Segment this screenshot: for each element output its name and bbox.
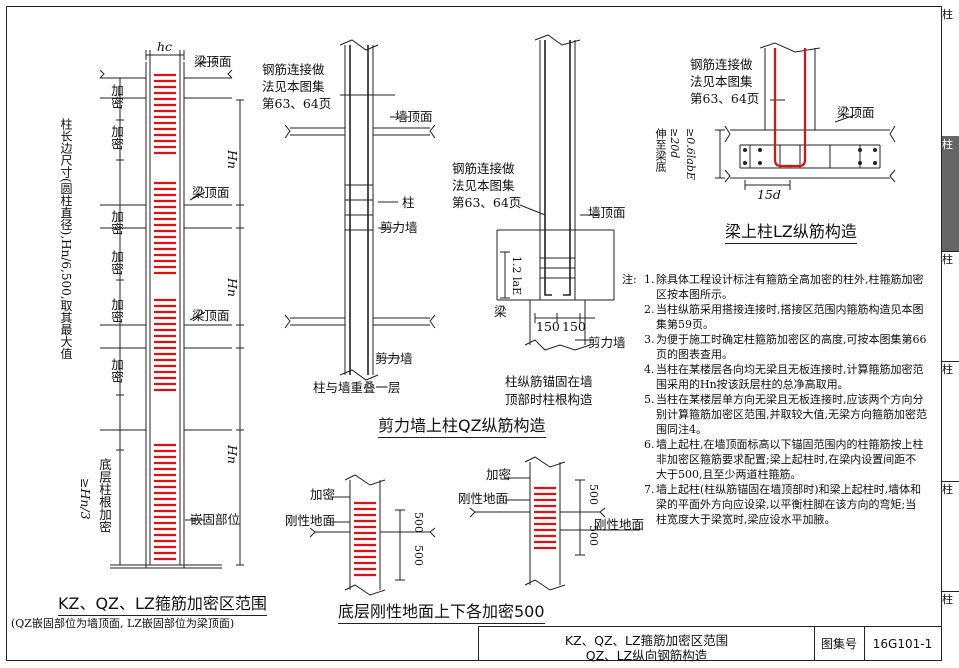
side-tab[interactable]: 柱: [942, 481, 959, 592]
fig1-base-note-a: 底层柱根加密: [97, 458, 112, 533]
fig1-dense-4: 加密: [109, 250, 124, 275]
fig1-embed-label: 嵌固部位: [190, 512, 241, 527]
fig1-beam-top-2: 梁顶面: [192, 185, 230, 200]
note-item: 7.墙上起柱(柱纵筋锚固在墙顶部时)和梁上起柱时,墙体和梁的平面外方向应设梁,以…: [644, 483, 922, 526]
title-block: KZ、QZ、LZ箍筋加密区范围 QZ、LZ纵向钢筋构造 图集号 16G101-1: [478, 626, 942, 663]
fig3-dim-150b: 150: [562, 319, 586, 334]
fig3-dim-150a: 150: [536, 319, 560, 334]
fig3-conn-a: 钢筋连接做: [452, 161, 515, 176]
fig4-vert-c: ≥0.6labE: [684, 128, 697, 180]
note-item: 1.除具体工程设计标注有箍筋全高加密的柱外,柱箍筋加密区按本图所示。: [644, 273, 924, 301]
fig6-500b: 500: [587, 525, 600, 546]
fig6-500a: 500: [587, 484, 600, 505]
fig4-longitudinal-bars: [773, 48, 807, 168]
side-tab[interactable]: 柱: [942, 251, 959, 362]
fig1-dense-3: 加密: [109, 210, 124, 235]
side-tab[interactable]: 柱: [942, 6, 959, 137]
fig4-column: [715, 42, 896, 190]
fig4-vert-a: 伸至梁底: [654, 128, 667, 172]
fig1-dense-5: 加密: [109, 298, 124, 323]
title-block-line2: QZ、LZ纵向钢筋构造: [585, 648, 708, 663]
atlas-label: 图集号: [814, 627, 865, 660]
fig3-caption-b: 顶部时柱根构造: [505, 392, 593, 407]
note-item: 2.当柱纵筋采用搭接连接时,搭接区范围内箍筋构造见本图集第59页。: [644, 303, 924, 331]
sheet-frame: [6, 6, 942, 661]
fig3-caption-a: 柱纵筋锚固在墙: [505, 374, 593, 389]
fig2-conn-c: 第63、64页: [262, 96, 332, 111]
atlas-number: 16G101-1: [872, 636, 933, 651]
fig6-stirrups: [534, 486, 556, 550]
fig1-dense-1: 加密: [109, 84, 124, 109]
fig4-bar-dots: [743, 148, 877, 165]
fig4-conn-b: 法见本图集: [690, 74, 753, 89]
fig3-shear-wall: 剪力墙: [588, 335, 626, 350]
fig2-shear-wall-2: 剪力墙: [375, 351, 413, 366]
fig3-beam: 梁: [494, 304, 507, 319]
fig6-dense: 加密: [486, 467, 512, 482]
fig1-hn-2: Hn: [225, 278, 240, 297]
fig2-conn-a: 钢筋连接做: [262, 62, 325, 77]
fig3-conn-b: 法见本图集: [452, 178, 515, 193]
ground-title: 底层刚性地面上下各加密500: [338, 598, 545, 624]
fig5-dense: 加密: [310, 487, 336, 502]
fig1-subtitle: (QZ嵌固部位为墙顶面, LZ嵌固部位为梁顶面): [11, 617, 235, 630]
fig1-beam-top-1: 梁顶面: [194, 54, 232, 69]
fig2-bars: [349, 45, 369, 375]
notes-block: 注: 1.除具体工程设计标注有箍筋全高加密的柱外,柱箍筋加密区按本图所示。 2.…: [622, 272, 927, 527]
fig3-column: [496, 34, 615, 351]
qz-title: 剪力墙上柱QZ纵筋构造: [378, 412, 546, 438]
notes-head: 注:: [622, 273, 637, 286]
fig4-title: 梁上柱LZ纵筋构造: [725, 218, 857, 244]
fig5-500b: 500: [412, 545, 425, 566]
title-block-name: KZ、QZ、LZ箍筋加密区范围 QZ、LZ纵向钢筋构造: [479, 627, 815, 663]
fig3-conn-c: 第63、64页: [452, 195, 522, 210]
fig1-base-note-b: ≥Hn/3: [78, 478, 93, 520]
side-index: 柱 柱 柱 柱 柱 柱: [942, 6, 959, 661]
side-tab[interactable]: 柱: [942, 593, 953, 606]
fig5-500a: 500: [412, 512, 425, 533]
fig1-hn-3: Hn: [225, 445, 240, 464]
fig6-rigid-1: 刚性地面: [458, 491, 509, 506]
fig4-15d: 15d: [757, 187, 781, 202]
fig1-title: KZ、QZ、LZ箍筋加密区范围: [58, 590, 267, 616]
fig5-column: [309, 474, 436, 596]
fig3-wall-top: 墙顶面: [588, 205, 626, 220]
fig1-dense-2: 加密: [109, 125, 124, 150]
fig4-vert-b: ≥20d: [668, 128, 681, 159]
fig3-bars: [544, 40, 571, 296]
note-item: 4.当柱在某楼层各向均无梁且无板连接时,计算箍筋加密范围采用的Hn按该跃层柱的总…: [644, 363, 924, 391]
fig1-beam-top-3: 梁顶面: [192, 308, 230, 323]
fig6-rigid-2: 刚性地面: [594, 517, 645, 532]
fig4-conn-c: 第63、64页: [690, 91, 760, 106]
fig1-dense-6: 加密: [109, 358, 124, 383]
fig1-hn-1: Hn: [225, 150, 240, 169]
fig1-stirrups: [154, 73, 176, 561]
side-tab[interactable]: 柱: [942, 361, 959, 482]
fig1-left-note: 柱长边尺寸(圆柱直径),Hn/6,500,取其最大值: [59, 118, 73, 360]
fig2-overlap-caption: 柱与墙重叠一层: [313, 380, 401, 395]
fig3-lae: 1.2 laE: [510, 256, 523, 296]
fig5-stirrups: [354, 501, 376, 577]
title-block-line1: KZ、QZ、LZ箍筋加密区范围: [564, 633, 729, 648]
note-item: 3.为便于施工时确定柱箍筋加密区的高度,可按本图集第66页的图表查用。: [644, 333, 927, 361]
fig2-column-label: 柱: [402, 195, 415, 210]
fig1-hc-label: hc: [157, 39, 173, 54]
fig5-rigid: 刚性地面: [285, 513, 336, 528]
note-item: 5.当柱在某楼层单方向无梁且无板连接时,应该两个方向分别计算箍筋加密区范围,并取…: [644, 393, 927, 436]
side-tab-active[interactable]: 柱: [942, 136, 959, 252]
fig2-wall-top: 墙顶面: [395, 109, 433, 124]
fig6-column: [469, 456, 640, 591]
fig4-beam-top: 梁顶面: [837, 105, 875, 120]
fig1-column: [99, 50, 244, 569]
fig4-conn-a: 钢筋连接做: [690, 57, 753, 72]
fig2-column: [284, 39, 436, 381]
fig2-shear-wall-1: 剪力墙: [380, 220, 418, 235]
note-item: 6.墙上起柱,在墙顶面标高以下锚固范围内的柱箍筋按上柱非加密区箍筋要求配置;梁上…: [644, 438, 924, 481]
fig2-conn-b: 法见本图集: [262, 79, 325, 94]
